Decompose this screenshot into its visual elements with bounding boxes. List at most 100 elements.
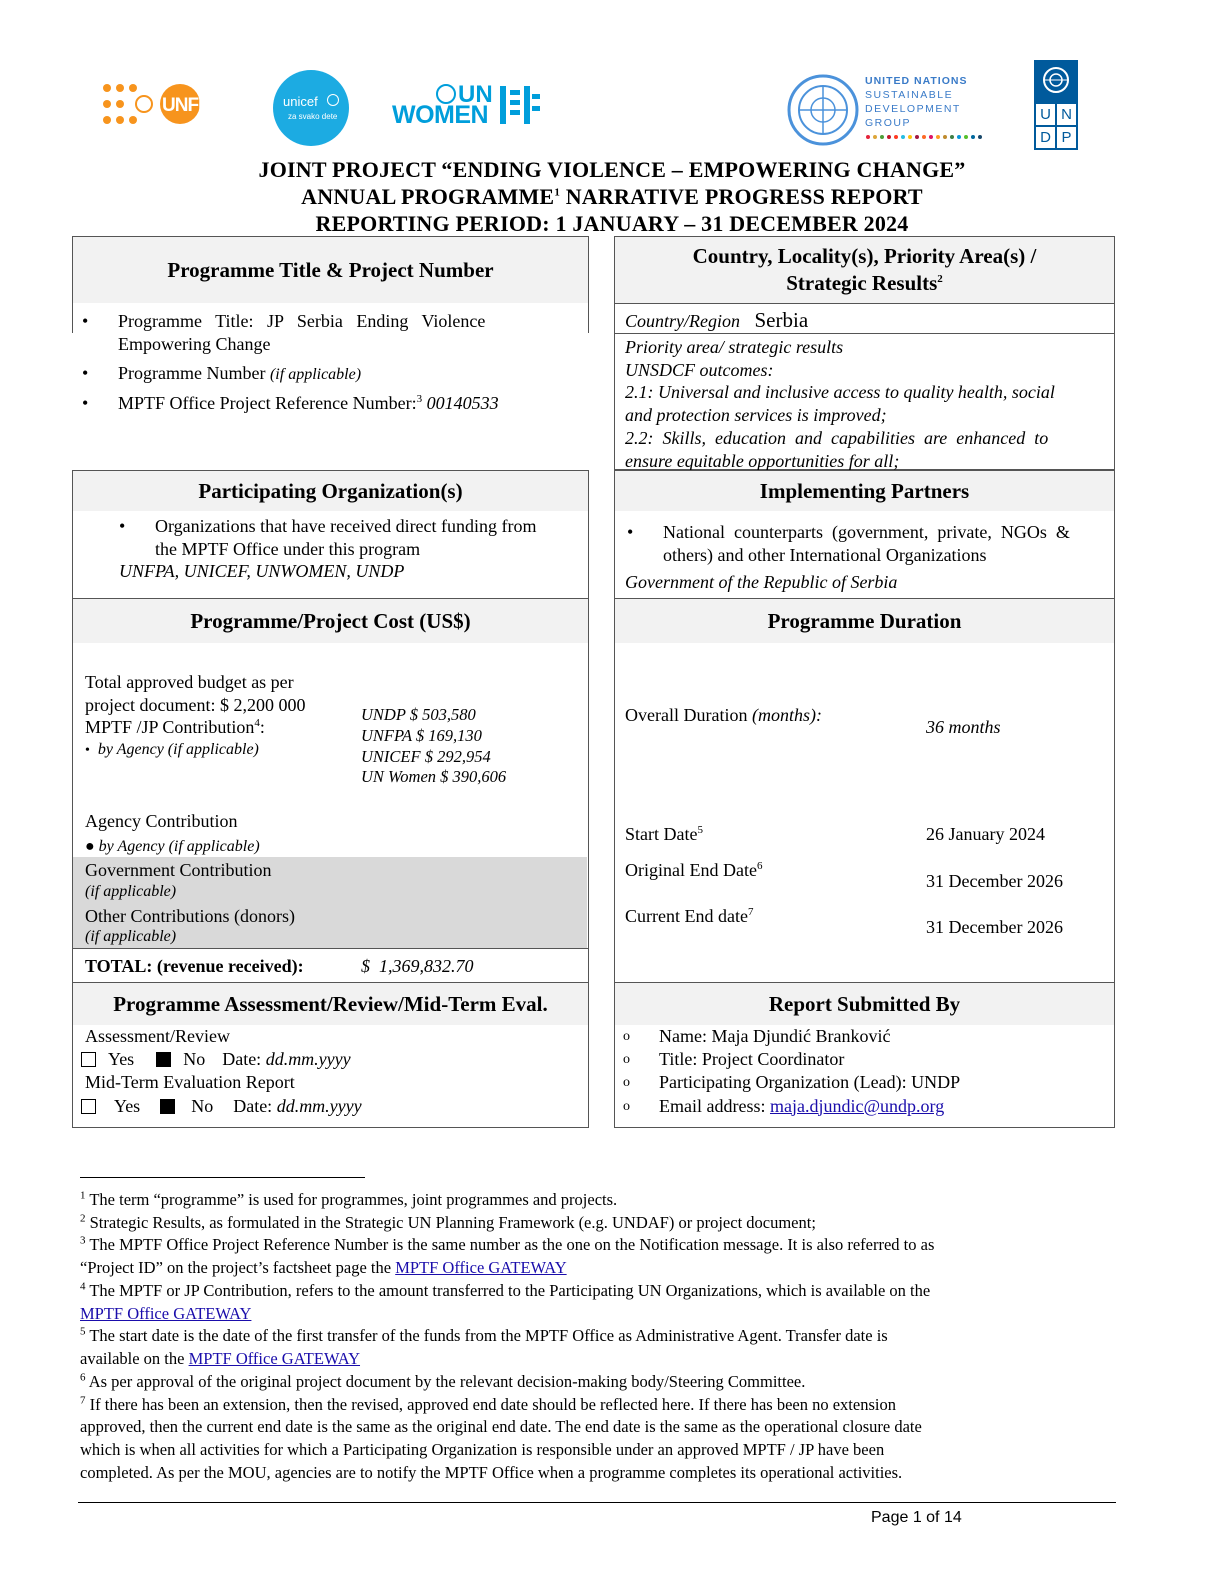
total-budget-line1: Total approved budget as per (85, 672, 294, 692)
list-item: • Programme Number (if applicable) (82, 362, 582, 385)
country-box: Country, Locality(s), Priority Area(s) /… (614, 236, 1115, 471)
other-contributions-note: (if applicable) (85, 928, 177, 945)
overall-duration-text: Overall Duration (625, 705, 752, 725)
footnote-4: 4 The MPTF or JP Contribution, refers to… (80, 1280, 931, 1300)
original-end-date-text: Original End Date (625, 860, 757, 880)
participating-desc-line1: Organizations that have received direct … (155, 516, 537, 536)
bullet-icon: • (85, 742, 90, 758)
bullet-icon: • (627, 522, 634, 542)
bullet-icon: • (82, 393, 89, 413)
title-line2-part-a: ANNUAL PROGRAMME (301, 184, 555, 209)
unfpa-wordmark: UNFPA (162, 95, 222, 116)
footnote-7-cont3: completed. As per the MOU, agencies are … (80, 1462, 1110, 1485)
unsdg-line1: UNITED NATIONS (865, 75, 968, 87)
unicef-globe-icon (327, 94, 339, 106)
date-value: dd.mm.yyyy (265, 1049, 351, 1069)
yes-checkbox[interactable] (81, 1051, 96, 1067)
footnote-7-text-cont: completed. As per the MOU, agencies are … (80, 1463, 903, 1482)
undp-letter: U (1036, 104, 1055, 125)
mptf-contribution-colon: : (259, 717, 265, 737)
bullet-icon: • (119, 516, 126, 536)
by-agency-note-2: by Agency (if applicable) (98, 838, 260, 855)
unwomen-symbol-icon (500, 86, 540, 124)
footnote-ref[interactable]: 7 (747, 906, 754, 918)
footnote-ref[interactable]: 4 (254, 717, 260, 729)
footnote-3-text-cont: “Project ID” on the project’s factsheet … (80, 1258, 396, 1277)
list-item: • National counterparts (government, pri… (627, 521, 1107, 566)
email-link[interactable]: maja.djundic@undp.org (769, 1095, 945, 1116)
footnote-ref[interactable]: 5 (697, 824, 703, 836)
unicef-subtitle: za svako dete (288, 112, 338, 121)
overall-duration-label: Overall Duration (months): (625, 704, 822, 727)
country-region-label: Country/Region (625, 311, 740, 331)
overall-duration-note: (months): (751, 705, 822, 725)
programme-title-heading: Programme Title & Project Number (73, 237, 588, 303)
footnote-7-text-cont: which is when all activities for which a… (80, 1440, 885, 1459)
date-label: Date: (233, 1096, 277, 1116)
footnote-ref[interactable]: 3 (416, 393, 423, 405)
implementing-desc-line2: others) and other International Organiza… (663, 544, 987, 565)
bullet-icon: • (82, 363, 89, 383)
yes-checkbox[interactable] (81, 1098, 96, 1114)
outcome-2-2-line2: ensure equitable opportunities for all; (625, 450, 900, 471)
current-end-date-text: Current End date (625, 906, 748, 926)
footnote-ref[interactable]: 1 (554, 186, 561, 199)
current-end-date-label: Current End date7 (625, 905, 753, 928)
other-contributions-label: Other Contributions (donors) (85, 905, 295, 926)
no-checkbox-checked[interactable] (160, 1098, 176, 1114)
agency-contribution-label: Agency Contribution (85, 811, 238, 831)
programme-title-text: Programme Title: JP Serbia Ending Violen… (118, 311, 486, 331)
footnote-3-cont: “Project ID” on the project’s factsheet … (80, 1257, 1110, 1280)
undp-letter: D (1036, 127, 1055, 148)
country-heading-line2: Strategic Results (786, 271, 938, 295)
footnote-7-text-cont: approved, then the current end date is t… (80, 1417, 922, 1436)
submitted-heading: Report Submitted By (615, 983, 1114, 1025)
gateway-link[interactable]: MPTF Office GATEWAY (80, 1304, 252, 1323)
participating-desc-line2: the MPTF Office under this program (155, 538, 421, 559)
total-budget-block: Total approved budget as per project doc… (85, 671, 305, 762)
programme-number-note: (if applicable) (269, 366, 362, 383)
country-heading: Country, Locality(s), Priority Area(s) /… (615, 237, 1114, 303)
footnote-3-text: The MPTF Office Project Reference Number… (89, 1235, 935, 1254)
un-emblem-icon (436, 84, 456, 104)
no-checkbox-checked[interactable] (156, 1051, 172, 1067)
outcome-2-2-line1: 2.2: Skills, education and capabilities … (625, 427, 1049, 448)
gateway-link[interactable]: MPTF Office GATEWAY (188, 1349, 361, 1368)
duration-heading: Programme Duration (615, 599, 1114, 643)
footnote-6: 6 As per approval of the original projec… (80, 1371, 806, 1391)
implementing-desc-line1: National counterparts (government, priva… (663, 522, 1070, 542)
footnote-separator (80, 1177, 365, 1178)
start-date-value: 26 January 2024 (926, 824, 1045, 844)
agency-amount: UNDP $ 503,580 (361, 705, 476, 724)
footnote-ref[interactable]: 6 (756, 860, 763, 872)
overall-duration-value: 36 months (926, 717, 1001, 737)
footnote-5-text-cont: available on the (80, 1349, 189, 1368)
footnote-5-text: The start date is the date of the first … (89, 1326, 888, 1345)
agency-amount: UNFPA $ 169,130 (361, 725, 482, 745)
circle-bullet-icon: o (623, 1098, 630, 1114)
footnote-5: 5 The start date is the date of the firs… (80, 1325, 888, 1345)
circle-bullet-icon: o (623, 1029, 630, 1044)
footnote-1-text: The term “programme” is used for program… (89, 1190, 618, 1209)
agency-amounts: UNDP $ 503,580 UNFPA $ 169,130 UNICEF $ … (361, 705, 506, 788)
other-contributions-block: Government Contribution (if applicable) … (85, 859, 295, 947)
footer-rule (78, 1502, 1116, 1503)
gateway-link[interactable]: MPTF Office GATEWAY (395, 1258, 567, 1277)
bullet-icon: ● (85, 838, 95, 855)
unsdg-line3: DEVELOPMENT (865, 103, 961, 115)
implementing-box: Implementing Partners • National counter… (614, 470, 1115, 600)
outcome-2-1-line2: and protection services is improved; (625, 405, 887, 426)
footnote-ref[interactable]: 2 (937, 273, 943, 285)
title-line2-part-b: NARRATIVE PROGRESS REPORT (560, 184, 923, 209)
no-label: No (191, 1096, 214, 1116)
mptf-contribution-label: MPTF /JP Contribution (85, 717, 255, 737)
country-region-row: Country/Region Serbia (625, 307, 808, 333)
footnote-7: 7 If there has been an extension, then t… (80, 1394, 896, 1414)
agency-contribution-note: ● by Agency (if applicable) (85, 837, 260, 857)
undp-letter: P (1057, 127, 1076, 148)
assessment-heading: Programme Assessment/Review/Mid-Term Eva… (73, 983, 588, 1025)
